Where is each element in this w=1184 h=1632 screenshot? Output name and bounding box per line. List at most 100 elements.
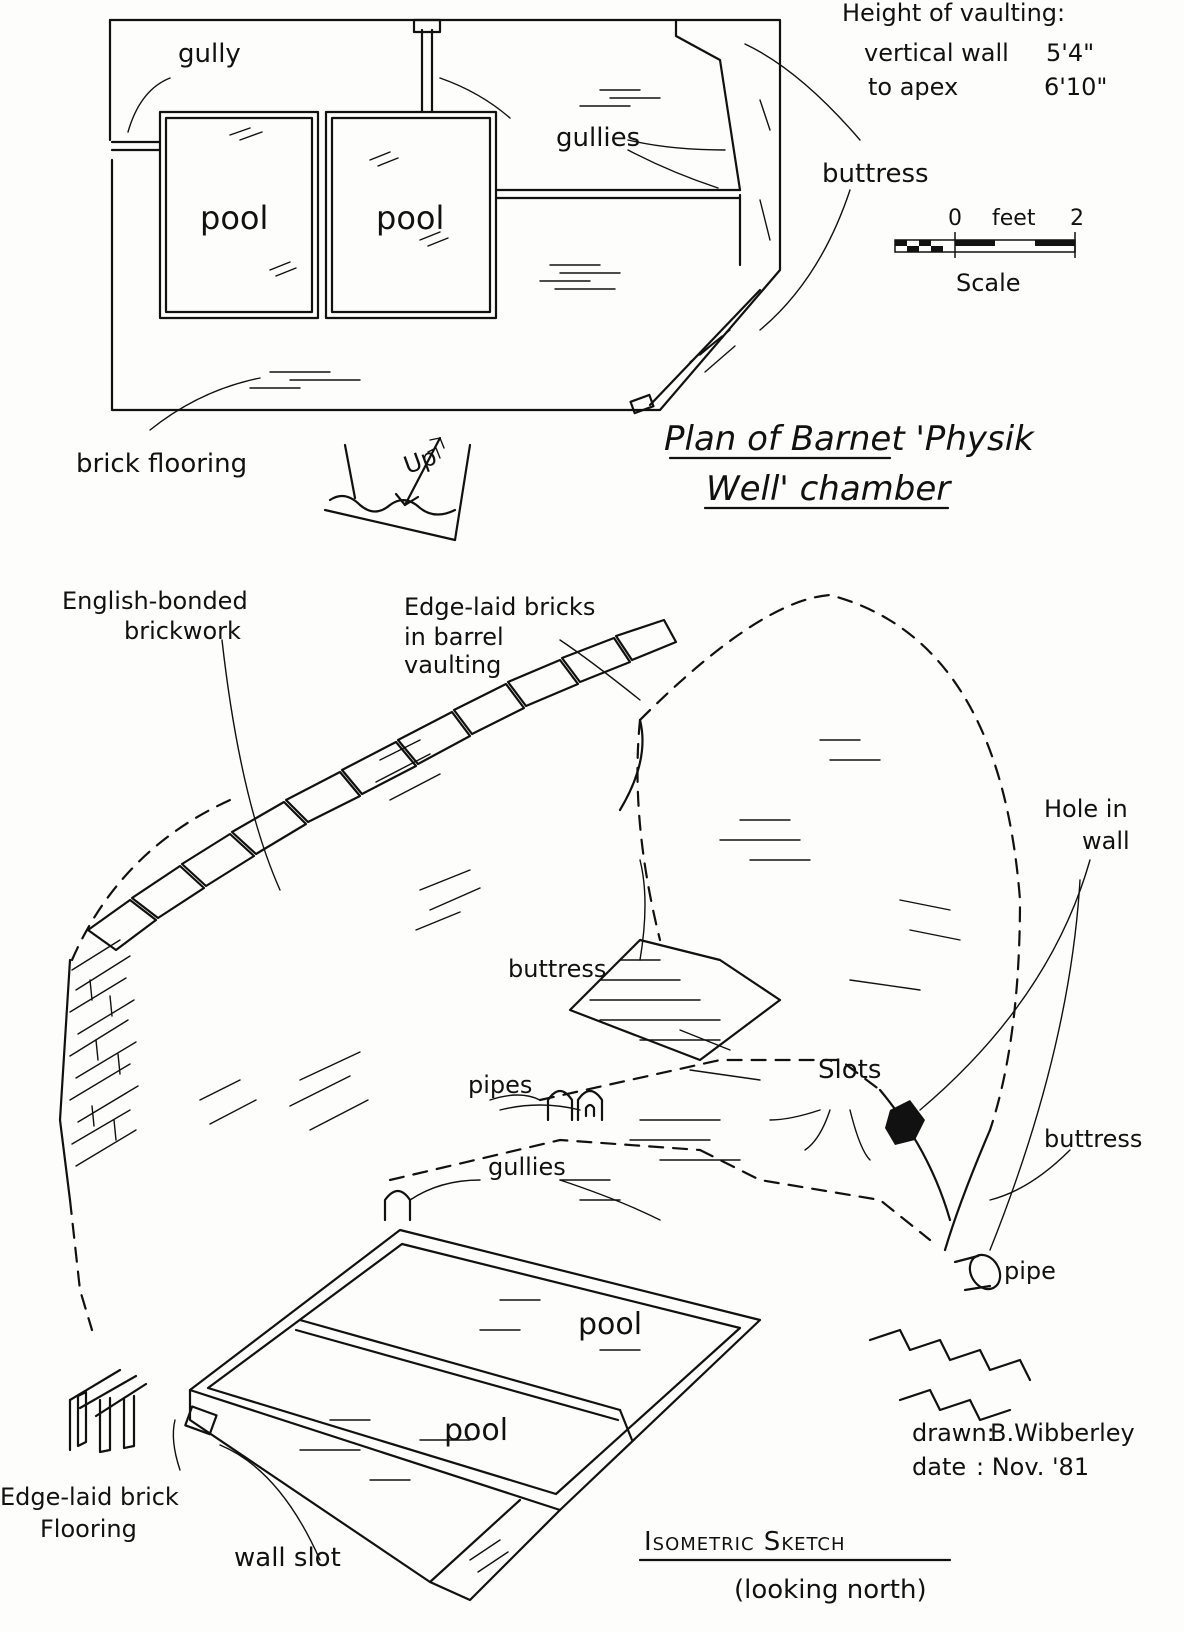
label-edge-laid-vault-3: vaulting [404, 651, 502, 679]
iso-back-arch [636, 718, 662, 942]
height-note-row2-value: 6'10" [1044, 73, 1108, 101]
scale-zero: 0 [948, 206, 962, 231]
iso-gully-line [388, 1138, 702, 1182]
iso-steps-upper [868, 1328, 1032, 1382]
scale-caption: Scale [956, 269, 1021, 297]
plan-title-line2: Well' chamber [706, 469, 951, 509]
plan-title-underline [668, 456, 950, 510]
leader-pipes [489, 1094, 581, 1111]
iso-pools [188, 1228, 762, 1602]
up-arrow-fletching [427, 437, 445, 459]
plan-entrance-edge [328, 494, 457, 516]
iso-steps-lower [898, 1388, 1012, 1422]
leader-brick-flooring [149, 377, 261, 431]
label-buttress-plan: buttress [822, 159, 929, 189]
leader-gullies-north [439, 77, 511, 119]
label-pool-left-plan: pool [200, 199, 269, 237]
label-edge-laid-floor-2: Flooring [40, 1515, 137, 1543]
iso-subtitle: (looking north) [734, 1575, 927, 1605]
leader-wall-slot [219, 1444, 321, 1561]
leader-gully [127, 77, 171, 133]
plan-pool-left-inner [164, 116, 314, 314]
plan-gully-north [420, 28, 434, 114]
label-slots: Slots [818, 1055, 882, 1085]
leader-buttress-centre [639, 859, 646, 961]
credit-date-label: date [912, 1453, 967, 1481]
label-pipes: pipes [468, 1071, 533, 1099]
iso-buttress-centre [568, 938, 782, 1062]
label-wall-slot: wall slot [234, 1543, 341, 1573]
iso-vault-arch [638, 593, 1022, 1132]
plan-outer-wall [108, 18, 782, 412]
scale-bar [894, 232, 1076, 258]
leader-buttress-top [744, 43, 861, 141]
plan-pool-right-inner [330, 116, 492, 314]
height-note-heading: Height of vaulting: [842, 0, 1066, 27]
label-pipe: pipe [1004, 1257, 1056, 1285]
iso-gully-line-east [698, 1148, 932, 1242]
leader-gullies-east2 [627, 149, 719, 189]
leader-gullies-east [627, 139, 726, 151]
iso-edge-laid-floor [68, 1368, 148, 1454]
leader-edge-floor [172, 1419, 181, 1471]
label-gully: gully [178, 39, 241, 69]
height-note-row1-value: 5'4" [1046, 39, 1095, 67]
up-arrow-head [394, 492, 420, 507]
iso-vault-bricks [86, 618, 678, 952]
leader-slots [769, 1109, 871, 1161]
plan-pool-right [324, 110, 498, 320]
plan-gully-outlet [412, 18, 442, 34]
credit-drawn-label: drawn: [912, 1419, 995, 1447]
plan-gully-west [110, 140, 162, 152]
iso-pipes-back [546, 1089, 604, 1122]
scale-max: 2 [1070, 206, 1084, 231]
label-brickwork: brickwork [124, 617, 241, 645]
plan-pool-left [158, 110, 320, 320]
iso-water-hatching [299, 1299, 641, 1481]
leader-hole [989, 879, 1081, 1251]
iso-vault-rib [618, 718, 644, 812]
label-brick-flooring: brick flooring [76, 449, 248, 479]
label-pool-right-plan: pool [376, 199, 445, 237]
iso-pipe-left [383, 1189, 412, 1222]
scale-unit: feet [992, 206, 1036, 231]
label-buttress-centre: buttress [508, 955, 607, 983]
iso-vault-left-dash [70, 798, 232, 962]
iso-title: Isometric Sketch [644, 1527, 846, 1557]
label-edge-laid-vault-2: in barrel [404, 623, 504, 651]
iso-east-wall [943, 1128, 992, 1252]
label-hole-2: wall [1082, 827, 1130, 855]
plan-entrance-walls [343, 443, 472, 542]
iso-back-floor-edge [538, 1058, 882, 1102]
plan-gully-east [494, 188, 742, 200]
label-pool-back: pool [578, 1307, 643, 1342]
label-edge-laid-vault-1: Edge-laid bricks [404, 593, 596, 621]
plan-entrance-step [323, 508, 457, 542]
leader-buttress-right [989, 1149, 1071, 1201]
label-english-bonded: English-bonded [62, 587, 248, 615]
label-edge-laid-floor-1: Edge-laid brick [0, 1483, 179, 1511]
iso-west-wall-dash [68, 1198, 94, 1332]
iso-english-bond-wall [69, 939, 139, 1167]
label-pool-front: pool [444, 1413, 509, 1448]
height-note-row1-label: vertical wall [864, 39, 1009, 67]
leader-hole-2 [919, 859, 1091, 1111]
leader-gullies [409, 1179, 661, 1221]
label-hole-1: Hole in [1044, 795, 1128, 823]
plan-buttress-diagonal [648, 288, 762, 407]
iso-pipe-right-body [953, 1254, 992, 1292]
leader-english-bond [221, 639, 281, 891]
isometric-drawing [58, 456, 1091, 1602]
leader-buttress-bottom [759, 189, 851, 331]
iso-east-floor-curve [878, 1088, 952, 1222]
credit-drawn-value: B.Wibberley [990, 1419, 1135, 1447]
label-gullies-iso: gullies [488, 1153, 566, 1181]
flow-arrows [759, 99, 771, 241]
credit-date-value: : Nov. '81 [976, 1453, 1090, 1481]
iso-wall-hatching [199, 739, 961, 1573]
iso-west-wall-edge [58, 958, 72, 1202]
label-buttress-right: buttress [1044, 1125, 1143, 1153]
plan-title-line1: Plan of Barnet 'Physik [664, 419, 1034, 459]
leader-edge-laid-vault [559, 639, 641, 701]
